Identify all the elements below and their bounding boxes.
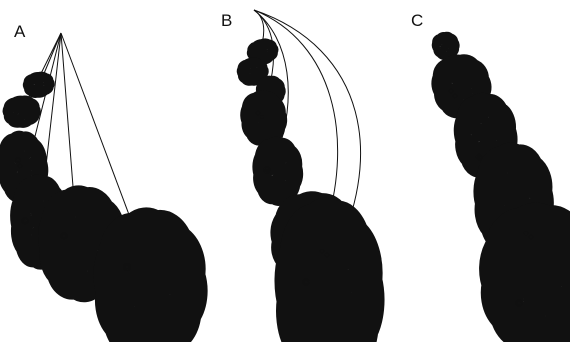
panel-a-label: A bbox=[14, 23, 25, 40]
panel-c-clouds bbox=[437, 37, 570, 320]
panel-b-cloud-7 bbox=[300, 242, 358, 342]
panel-a-cloud-1 bbox=[29, 76, 48, 93]
panel-b-label: B bbox=[221, 12, 232, 29]
panel-a-clouds bbox=[8, 76, 181, 327]
panel-c-label: C bbox=[411, 12, 423, 29]
panel-b-cloud-2 bbox=[243, 63, 262, 81]
panel-b-cloud-4 bbox=[250, 102, 277, 134]
panel-a-cloud-2 bbox=[11, 102, 33, 122]
panel-b-clouds bbox=[243, 43, 358, 342]
panel-a-cloud-6 bbox=[120, 243, 180, 327]
panel-c bbox=[437, 34, 570, 319]
panel-a bbox=[8, 33, 181, 327]
panel-c-cloud-1 bbox=[437, 37, 455, 55]
panel-c-cloud-5 bbox=[508, 238, 570, 320]
panel-b bbox=[243, 10, 360, 342]
